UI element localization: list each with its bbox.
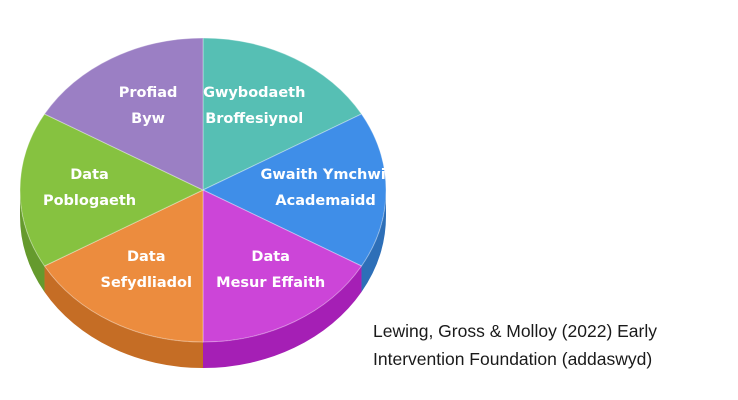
- source-caption: Lewing, Gross & Molloy (2022) Early Inte…: [373, 317, 733, 373]
- pie-slice-profiad-byw: [43, 37, 204, 191]
- pie-slice-data-mesur-effaith: [202, 189, 363, 343]
- caption-line-2: Intervention Foundation (addaswyd): [373, 349, 653, 369]
- pie-top-face: [19, 37, 387, 343]
- pie-slice-gwaith-ymchwil-academaidd: [201, 113, 387, 267]
- pie-3d-side: [20, 190, 386, 368]
- caption-line-1: Lewing, Gross & Molloy (2022) Early: [373, 321, 657, 341]
- pie-slice-data-sefydliadol: [43, 189, 204, 343]
- pie-side-gwaith-ymchwil-academaidd: [361, 190, 386, 292]
- pie-side-data-poblogaeth: [20, 190, 45, 292]
- pie-slice-data-poblogaeth: [19, 113, 205, 267]
- pie-side-data-mesur-effaith: [203, 266, 362, 368]
- pie-slice-gwybodaeth-broffesiynol: [202, 37, 363, 191]
- pie-side-data-sefydliadol: [44, 266, 203, 368]
